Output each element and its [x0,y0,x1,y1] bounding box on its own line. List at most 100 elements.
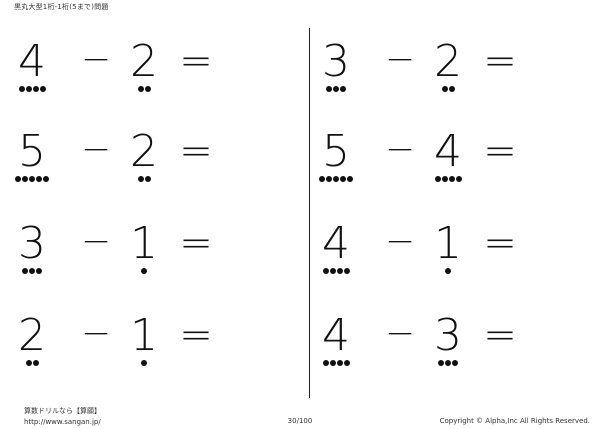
counting-dot [329,360,336,366]
minus-sign: − [80,129,112,170]
counting-dot [336,360,343,366]
subtrahend-number: 4 [434,126,462,177]
counting-dot [25,86,32,92]
counting-dot [452,360,458,366]
page-title: 黒丸大型1桁-1桁(5まで)問題 [14,3,109,11]
minus-sign: − [384,221,416,262]
counting-dot [29,268,35,274]
subtrahend-number: 2 [130,36,158,87]
counting-dot [137,86,144,92]
subtrahend-dots [124,268,164,276]
counting-dot [36,176,42,182]
subtrahend-number: 3 [434,310,462,361]
minuend-dots [12,176,52,184]
counting-dot [343,268,350,274]
minuend-number: 4 [322,218,350,269]
counting-dot [329,268,336,274]
subtraction-problem: 2−1= [14,312,274,382]
minuend-dots [316,86,356,94]
subtrahend-dots [428,176,468,184]
footer-url[interactable]: http://www.sangan.jp/ [24,418,101,426]
minuend-number: 5 [18,126,46,177]
counting-dot [333,176,339,182]
minuend-dots [12,86,52,94]
counting-dot [29,176,35,182]
subtrahend-dots [124,176,164,184]
counting-dot [141,360,147,366]
counting-dot [448,176,455,182]
counting-dot [448,86,455,92]
minus-sign: − [384,313,416,354]
copyright-notice: Copyright © Alpha,Inc All Rights Reserve… [439,417,590,425]
counting-dot [144,176,151,182]
counting-dot [15,176,21,182]
minuend-number: 2 [18,310,46,361]
equals-sign: = [483,38,517,84]
counting-dot [322,360,329,366]
equals-sign: = [179,220,213,266]
counting-dot [322,268,329,274]
subtrahend-number: 1 [130,218,158,269]
minus-sign: − [384,39,416,80]
counting-dot [319,176,325,182]
minuend-dots [316,176,356,184]
counting-dot [343,360,350,366]
subtraction-problem: 3−2= [318,38,578,108]
minuend-number: 4 [18,36,46,87]
counting-dot [32,360,39,366]
counting-dot [445,360,451,366]
equals-sign: = [179,128,213,174]
footer-site-name: 算数ドリルなら【算願】 [24,407,101,415]
counting-dot [36,268,42,274]
minus-sign: − [384,129,416,170]
counting-dot [22,176,28,182]
subtrahend-dots [124,86,164,94]
equals-sign: = [179,38,213,84]
counting-dot [141,268,147,274]
counting-dot [22,268,28,274]
counting-dot [434,176,441,182]
equals-sign: = [483,128,517,174]
counting-dot [441,86,448,92]
subtraction-problem: 5−4 = [318,128,578,198]
counting-dot [137,176,144,182]
counting-dot [441,176,448,182]
minuend-dots [12,268,52,276]
subtraction-problem: 5−2= [14,128,274,198]
subtrahend-dots [428,86,468,94]
minuend-number: 5 [322,126,350,177]
subtrahend-dots [124,360,164,368]
counting-dot [333,86,339,92]
counting-dot [336,268,343,274]
counting-dot [18,86,25,92]
counting-dot [32,86,39,92]
counting-dot [39,86,46,92]
equals-sign: = [483,220,517,266]
minus-sign: − [80,39,112,80]
minuend-number: 3 [322,36,350,87]
minuend-number: 3 [18,218,46,269]
minuend-number: 4 [322,310,350,361]
equals-sign: = [179,312,213,358]
subtraction-problem: 4−1 = [318,220,578,290]
counting-dot [144,86,151,92]
counting-dot [340,86,346,92]
subtraction-problem: 4−2 = [14,38,274,108]
subtraction-problem: 3−1 = [14,220,274,290]
counting-dot [326,176,332,182]
counting-dot [455,176,462,182]
subtraction-problem: 4−3= [318,312,578,382]
counting-dot [43,176,49,182]
counting-dot [25,360,32,366]
page-number: 30/100 [287,417,313,425]
subtrahend-dots [428,360,468,368]
subtrahend-dots [428,268,468,276]
minuend-dots [12,360,52,368]
counting-dot [445,268,451,274]
counting-dot [340,176,346,182]
minus-sign: − [80,221,112,262]
subtrahend-number: 1 [434,218,462,269]
subtrahend-number: 1 [130,310,158,361]
counting-dot [326,86,332,92]
counting-dot [347,176,353,182]
